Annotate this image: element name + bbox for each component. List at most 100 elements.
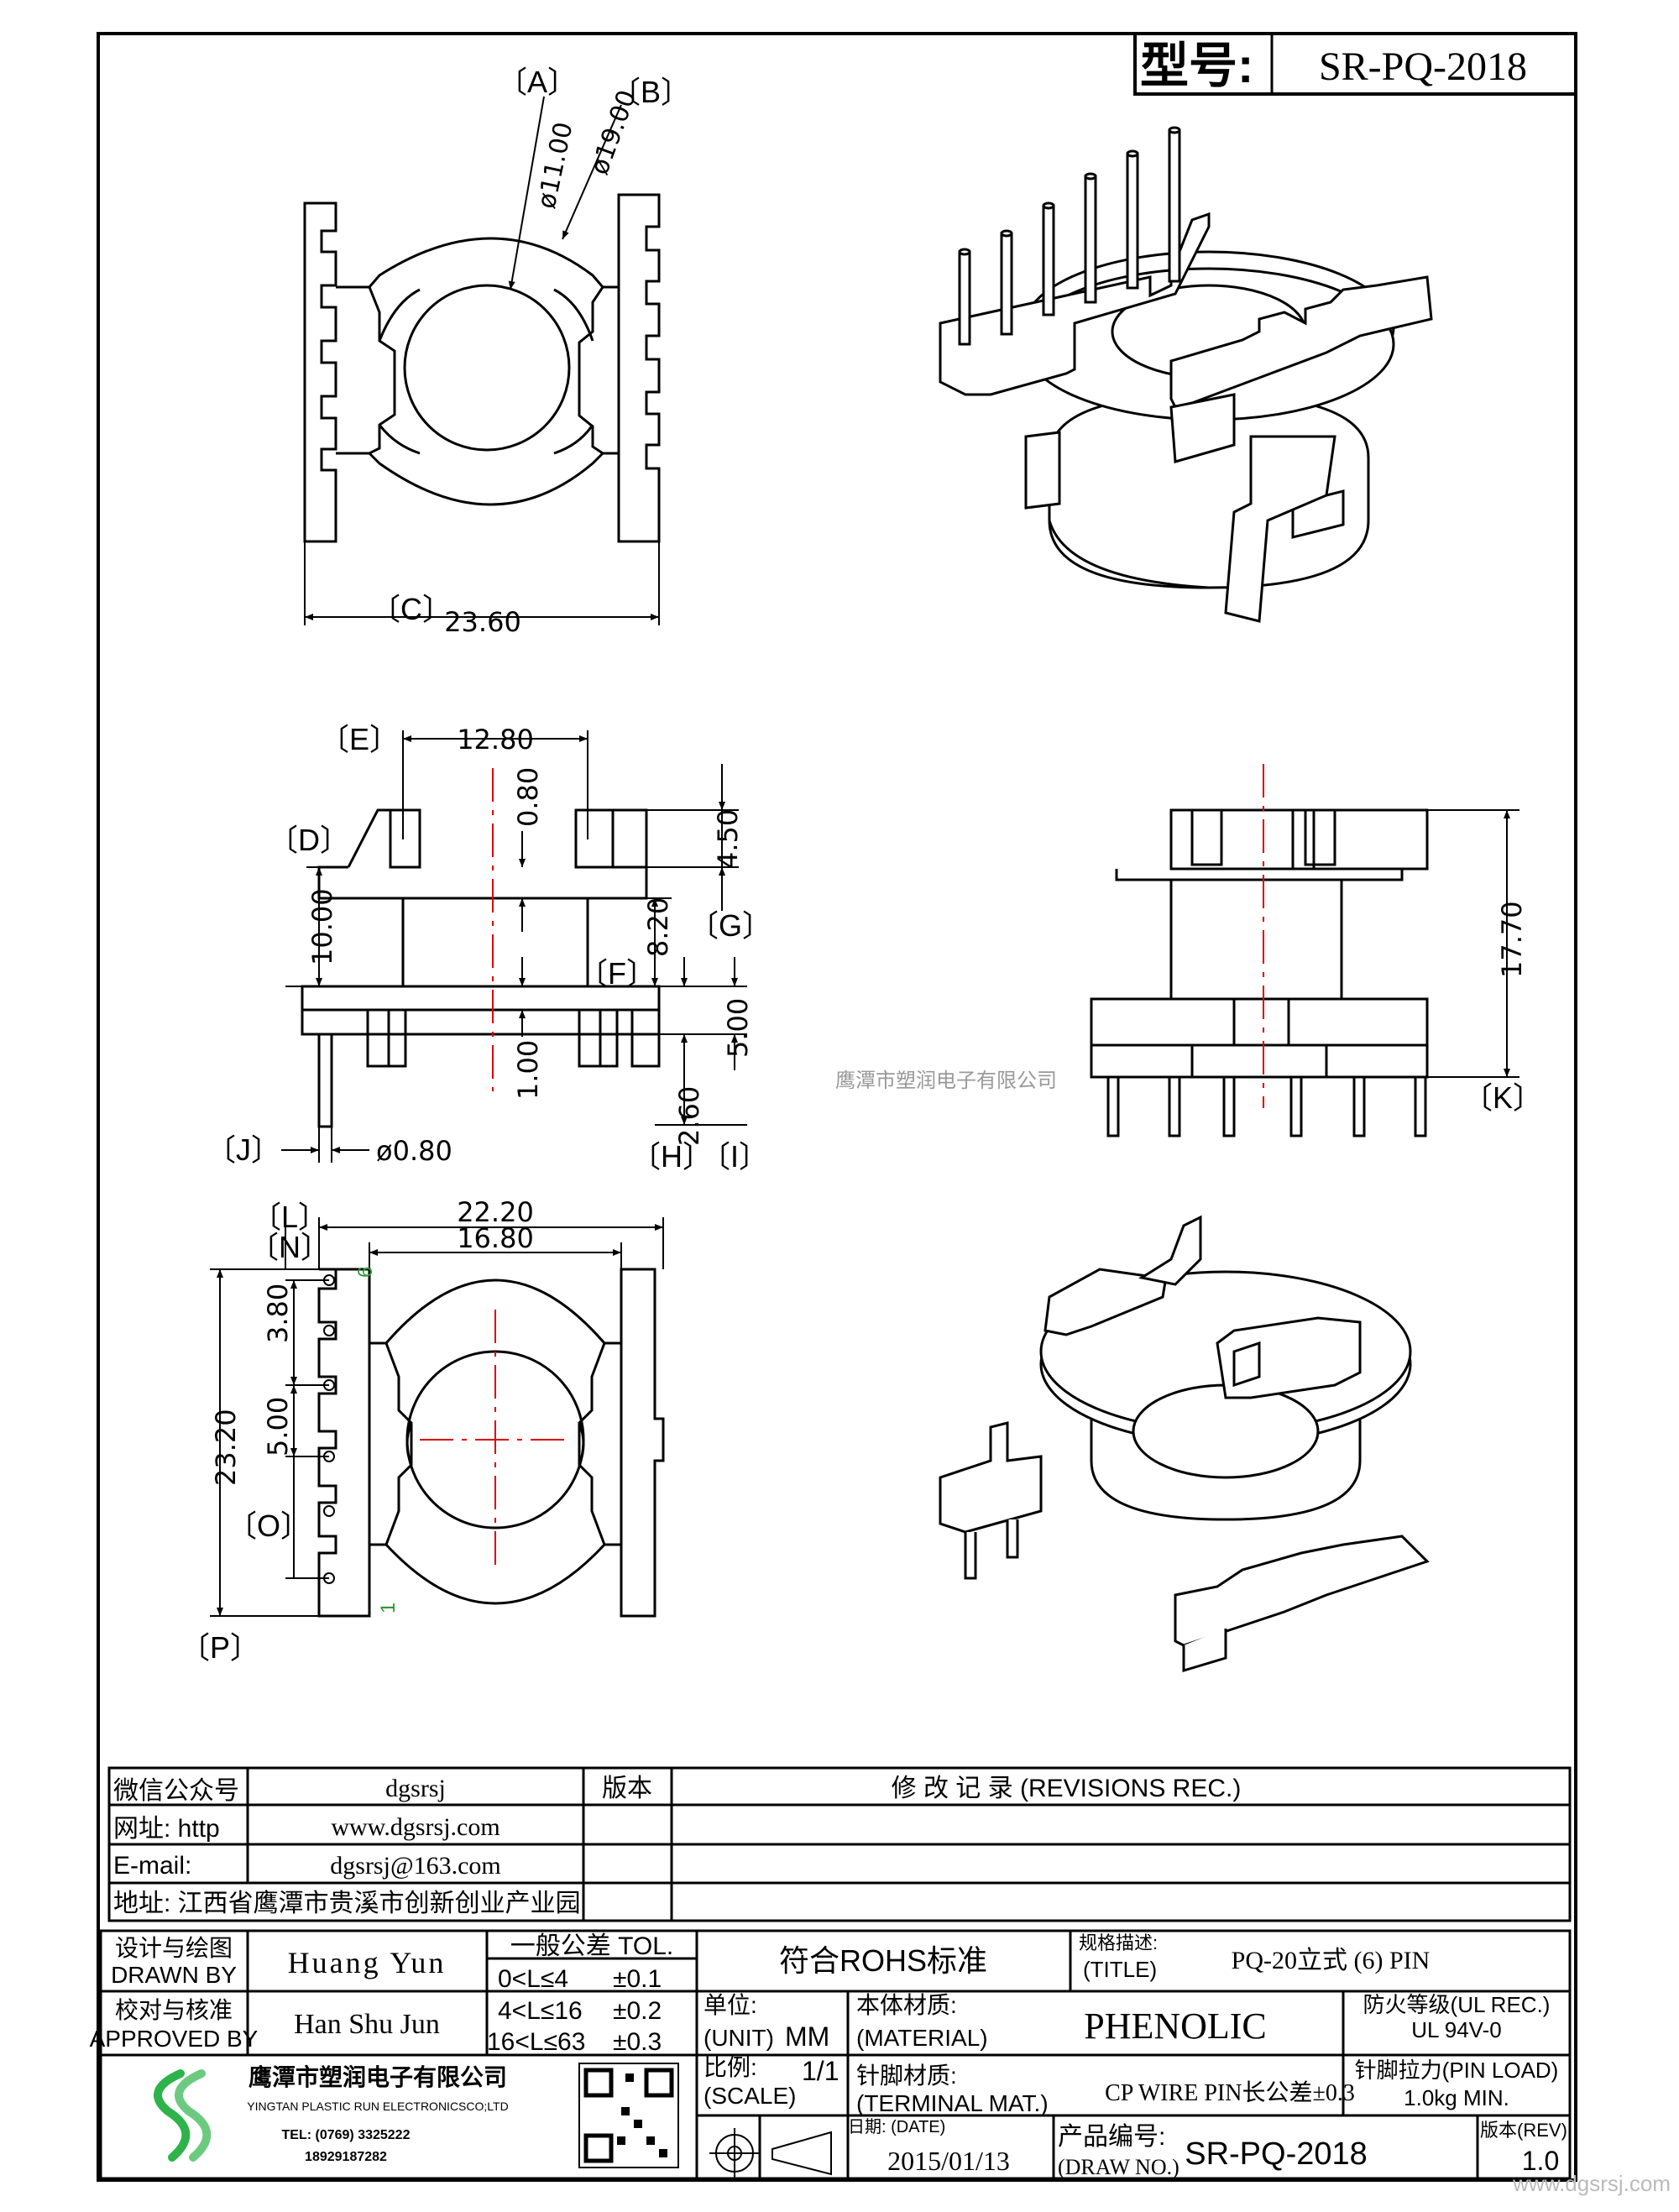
- dim-b-tag: 〔B〕: [610, 75, 691, 109]
- dim-j-tag: 〔J〕: [206, 1132, 281, 1167]
- dim-n-value: 16.80: [457, 1222, 534, 1254]
- web-value: www.dgsrsj.com: [331, 1813, 500, 1841]
- web-label: 网址: http: [113, 1815, 220, 1843]
- rev-label: 版本(REV): [1480, 2120, 1567, 2141]
- dim-i-tag: 〔I〕: [700, 1139, 769, 1174]
- title-label-en: (TITLE): [1083, 1957, 1157, 1982]
- tol-range-1: 0<L≤4: [498, 1965, 568, 1993]
- dim-c-tag: 〔C〕: [370, 592, 452, 626]
- company-mobile: 18929187282: [305, 2150, 387, 2164]
- rohs-text: 符合ROHS标准: [779, 1943, 987, 1978]
- dim-a-value: ø11.00: [532, 119, 579, 211]
- dim-k-value: 17.70: [1496, 901, 1528, 978]
- dim-d-tag: 〔D〕: [268, 823, 350, 857]
- title-block-text: 设计与绘图 DRAWN BY Huang Yun 校对与核准 APPROVED …: [90, 1932, 1567, 2179]
- dim-e-value: 12.80: [457, 724, 534, 756]
- model-value: SR-PQ-2018: [1319, 44, 1527, 89]
- company-logo-icon: [154, 2069, 212, 2162]
- wechat-label: 微信公众号: [113, 1777, 239, 1805]
- iso-view-top: [939, 212, 1433, 623]
- email-value: dgsrsj@163.com: [330, 1852, 500, 1880]
- pin-label-first: 1: [377, 1603, 400, 1613]
- dim-h-value: 2.60: [673, 1086, 705, 1146]
- bottom-view-labels: 〔L〕 22.20 〔N〕 16.80 3.80 5.00 〔O〕 23.20 …: [180, 1196, 534, 1665]
- dim-l-value: 22.20: [457, 1196, 534, 1228]
- fire-label: 防火等级(UL REC.): [1363, 1992, 1551, 2017]
- dim-a-tag: 〔A〕: [497, 65, 578, 99]
- dim-b-value: ø19.00: [585, 86, 643, 179]
- dim-g-tag: 〔G〕: [688, 908, 772, 943]
- dim-flange-t-value: 1.00: [512, 1040, 544, 1100]
- front-view-dims: [1427, 809, 1519, 1078]
- info-block-text: 微信公众号 dgsrsj 网址: http www.dgsrsj.com E-m…: [113, 1775, 1241, 1917]
- wechat-value: dgsrsj: [385, 1775, 446, 1802]
- company-name-cn: 鹰潭市塑润电子有限公司: [248, 2063, 507, 2090]
- version-header: 版本: [602, 1775, 652, 1802]
- dim-h-tag: 〔H〕: [630, 1139, 713, 1174]
- side-view-labels: 〔E〕 12.80 〔D〕 10.00 0.80 4.50 8.20 〔G〕 〔…: [206, 722, 772, 1174]
- site-watermark: www.dgsrsj.com: [1512, 2171, 1671, 2196]
- unit-value: MM: [785, 2021, 829, 2052]
- model-label: 型号:: [1140, 39, 1253, 93]
- title-label-cn: 规格描述:: [1079, 1932, 1158, 1953]
- dim-p-tag: 〔P〕: [180, 1630, 260, 1665]
- approved-label-cn: 校对与核准: [115, 1997, 233, 2023]
- pin-label-last: 6: [354, 1267, 377, 1278]
- projection-symbol-icon: [709, 2128, 832, 2178]
- side-view: [301, 808, 661, 1128]
- dim-f-tag: 〔F〕: [578, 956, 656, 991]
- core-hole-a: [403, 284, 571, 452]
- dim-pitch1-value: 3.80: [262, 1284, 294, 1343]
- dim-p-value: 23.20: [210, 1409, 242, 1486]
- approved-value: Han Shu Jun: [294, 2009, 440, 2040]
- scale-label-cn: 比例:: [704, 2054, 757, 2080]
- title-block: [99, 1929, 1572, 2180]
- watermark-text: 鹰潭市塑润电子有限公司: [835, 1069, 1057, 1092]
- top-view-labels: 〔A〕 ø11.00 〔B〕 ø19.00 〔C〕 23.60: [370, 65, 691, 638]
- tol-value-3: ±0.3: [613, 2028, 662, 2056]
- terminal-label-cn: 针脚材质:: [856, 2063, 957, 2089]
- info-block: [107, 1766, 1572, 1922]
- address-text: 地址: 江西省鹰潭市贵溪市创新创业产业园: [113, 1890, 581, 1917]
- bottom-view-centerline: [420, 1310, 571, 1570]
- tol-range-3: 16<L≤63: [487, 2028, 585, 2056]
- scale-value: 1/1: [802, 2056, 839, 2086]
- company-tel: TEL: (0769) 3325222: [282, 2128, 411, 2142]
- iso-view-bottom: [939, 1215, 1430, 1673]
- dim-n-tag: 〔N〕: [248, 1230, 331, 1264]
- tol-title: 一般公差 TOL.: [510, 1932, 673, 1960]
- drawno-value: SR-PQ-2018: [1185, 2136, 1368, 2172]
- unit-label-cn: 单位:: [704, 1992, 757, 2018]
- iso-top-pins: [958, 126, 1181, 346]
- material-value: PHENOLIC: [1084, 2005, 1267, 2047]
- dim-k-tag: 〔K〕: [1462, 1080, 1543, 1115]
- dim-top-height-value: 4.50: [712, 809, 744, 869]
- dim-c-value: 23.60: [444, 606, 521, 638]
- model-header: 型号: SR-PQ-2018: [1133, 32, 1577, 96]
- terminal-value: CP WIRE PIN长公差±0.3: [1105, 2079, 1355, 2106]
- drawn-label-cn: 设计与绘图: [115, 1935, 233, 1961]
- drawno-label-cn: 产品编号:: [1058, 2123, 1165, 2151]
- company-block: 鹰潭市塑润电子有限公司 YINGTAN PLASTIC RUN ELECTRON…: [154, 2063, 679, 2168]
- company-name-en: YINGTAN PLASTIC RUN ELECTRONICSCO;LTD: [247, 2100, 508, 2113]
- revisions-header: 修 改 记 录 (REVISIONS REC.): [892, 1775, 1242, 1802]
- top-view-dims: [304, 96, 660, 625]
- dim-top-gap-value: 0.80: [512, 767, 544, 827]
- drawn-label-en: DRAWN BY: [111, 1962, 237, 1988]
- material-label-en: (MATERIAL): [856, 2025, 988, 2051]
- tol-value-2: ±0.2: [613, 1997, 662, 2025]
- date-label: 日期: (DATE): [848, 2118, 945, 2136]
- drawn-value: Huang Yun: [288, 1946, 447, 1979]
- front-view: [1090, 808, 1429, 1137]
- sheet-border: [97, 32, 1577, 2182]
- qr-code-icon: [578, 2063, 679, 2168]
- bottom-view-dims: [210, 1213, 664, 1617]
- dim-j-value: ø0.80: [376, 1135, 452, 1167]
- dim-e-tag: 〔E〕: [319, 722, 400, 756]
- pinload-value: 1.0kg MIN.: [1404, 2085, 1509, 2110]
- dim-l-tag: 〔L〕: [251, 1200, 328, 1234]
- unit-label-en: (UNIT): [704, 2025, 774, 2051]
- dim-o-tag: 〔O〕: [227, 1509, 311, 1543]
- email-label: E-mail:: [113, 1852, 191, 1880]
